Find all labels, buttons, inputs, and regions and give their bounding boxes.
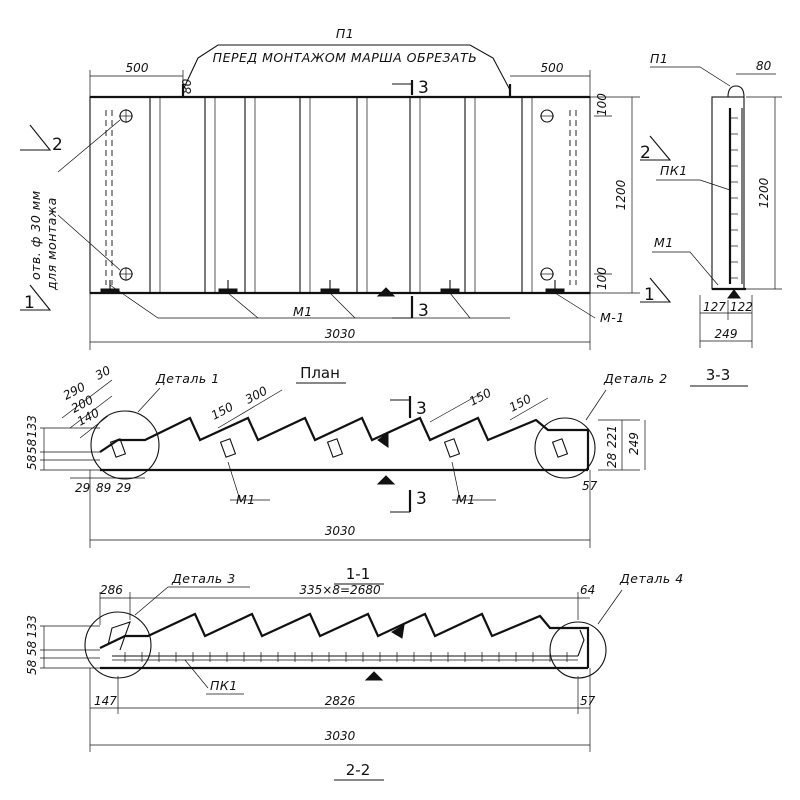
dim-1200: 1200	[757, 177, 771, 208]
hole-note-1: отв. ф 30 мм	[28, 190, 43, 280]
embedded-plate-m1	[545, 288, 565, 294]
dim-150-a: 150	[209, 399, 236, 422]
dim-500-right: 500	[541, 61, 564, 75]
mark-pk1: ПК1	[210, 678, 238, 693]
dim-80: 80	[756, 59, 772, 73]
section-outline	[711, 96, 745, 290]
embedded-plate-m1	[326, 438, 344, 458]
dim-147: 147	[94, 694, 117, 708]
plan-title: План	[300, 364, 340, 382]
detail-1-circle	[90, 410, 160, 480]
mark-p1: П1	[650, 51, 668, 66]
dim-100-bottom: 100	[595, 267, 609, 290]
dim-249: 249	[627, 432, 641, 455]
dim-58-b: 58	[25, 438, 39, 454]
step-ribs	[149, 97, 533, 293]
dim-28: 28	[605, 452, 619, 468]
dim-133: 133	[25, 615, 39, 638]
mark-m1-b: М1	[456, 492, 476, 507]
cut-mark-2: 2	[640, 143, 651, 163]
dim-249: 249	[715, 327, 738, 341]
dim-1200: 1200	[614, 179, 628, 210]
dim-286: 286	[100, 583, 123, 597]
note-mark: П1	[336, 26, 354, 41]
section-title-3-3: 3-3	[706, 366, 731, 384]
rebar-hook-right	[577, 629, 585, 657]
top-view: П1 ПЕРЕД МОНТАЖОМ МАРША ОБРЕЗАТЬ 500 500…	[20, 26, 640, 350]
dim-133: 133	[25, 415, 39, 438]
dim-150-b: 150	[467, 385, 494, 408]
dim-221: 221	[605, 425, 619, 448]
embedded-plate-m1	[551, 438, 569, 458]
detail-3-label: Деталь 3	[171, 571, 236, 586]
dim-127: 127	[703, 300, 726, 314]
dim-89: 89	[96, 481, 111, 495]
mark-m1: М1	[654, 235, 674, 250]
dim-64: 64	[580, 583, 595, 597]
rebar-hook-left	[107, 621, 131, 651]
dim-2826: 2826	[325, 694, 356, 708]
mark-m1: М1	[293, 304, 313, 319]
dim-300: 300	[243, 383, 270, 406]
embedded-plates	[109, 438, 569, 458]
section-title-2-2: 2-2	[346, 761, 371, 779]
dim-100-top: 100	[595, 93, 609, 116]
dim-122: 122	[730, 300, 753, 314]
detail-2-label: Деталь 2	[603, 371, 668, 386]
embedded-plate-m1	[320, 288, 340, 294]
detail-4-label: Деталь 4	[619, 571, 684, 586]
cut-mark-3-bottom: 3	[416, 489, 427, 509]
cut-mark-2: 2	[52, 135, 63, 155]
lifting-loop	[727, 85, 745, 98]
note-leader	[182, 44, 511, 91]
dim-3030: 3030	[325, 327, 356, 341]
note-text: ПЕРЕД МОНТАЖОМ МАРША ОБРЕЗАТЬ	[213, 50, 478, 65]
dim-80: 80	[180, 78, 194, 94]
embedded-plate-m1	[218, 288, 238, 294]
mark-m1-right: М-1	[600, 310, 625, 325]
cut-mark-1: 1	[644, 285, 655, 305]
mark-m1-a: М1	[236, 492, 256, 507]
plan-view: План Деталь 1 Деталь 2 290 30 200 140 15…	[25, 363, 668, 548]
dim-150-c: 150	[507, 391, 534, 414]
dim-steps: 335×8=2680	[299, 583, 381, 597]
dim-57: 57	[580, 694, 596, 708]
cut-mark-1: 1	[24, 293, 35, 313]
hole-note-2: для монтажа	[44, 197, 59, 291]
cut-mark-3-top: 3	[418, 78, 429, 98]
slab-outline	[89, 96, 591, 294]
dim-500-left: 500	[126, 61, 149, 75]
cut-mark-3-bottom: 3	[418, 301, 429, 321]
section-3-3: П1 80 ПК1 М1 1200 127 122 249 3-3 2 1	[640, 51, 782, 387]
stair-profile	[99, 612, 590, 668]
embedded-plate-m1	[219, 438, 237, 458]
dim-29-a: 29	[75, 481, 90, 495]
section-title-1-1: 1-1	[346, 565, 371, 583]
embedded-plate-m1	[440, 288, 460, 294]
embedded-plate-m1	[443, 438, 461, 458]
dim-3030: 3030	[325, 524, 356, 538]
stair-profile	[99, 416, 590, 470]
section-1-1: 1-1 Деталь 3 Деталь 4 286 335×8=2680 64 …	[25, 565, 684, 781]
mark-pk1: ПК1	[660, 163, 688, 178]
embedded-plates	[100, 280, 565, 294]
embedded-plate-m1	[109, 438, 127, 458]
detail-1-label: Деталь 1	[155, 371, 220, 386]
dim-3030: 3030	[325, 729, 356, 743]
detail-2-circle	[534, 417, 596, 479]
cut-mark-3-top: 3	[416, 399, 427, 419]
dim-58: 58	[25, 454, 39, 470]
dim-58-b: 58	[25, 640, 39, 656]
detail-4-circle	[549, 621, 607, 679]
dim-29-b: 29	[116, 481, 131, 495]
dim-30: 30	[93, 363, 113, 383]
rebar-ticks	[107, 621, 585, 662]
dim-58: 58	[25, 659, 39, 675]
rebar-ticks	[730, 117, 738, 279]
